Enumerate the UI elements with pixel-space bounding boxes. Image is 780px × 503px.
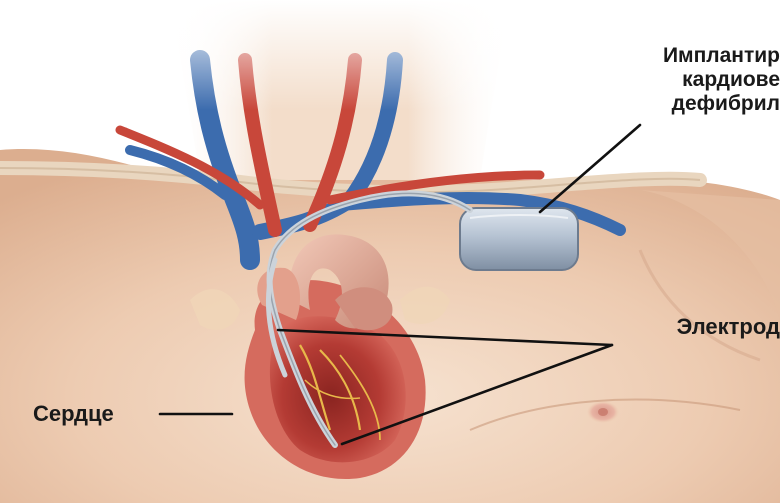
heart-label: Сердце <box>33 401 114 426</box>
icd-device <box>460 208 578 270</box>
device-label-line2: кардиове <box>682 68 780 91</box>
device-label-line3: дефибрил <box>672 92 780 115</box>
electrodes-label: Электрод <box>677 314 780 339</box>
device-label-line1: Имплантир <box>663 44 780 67</box>
